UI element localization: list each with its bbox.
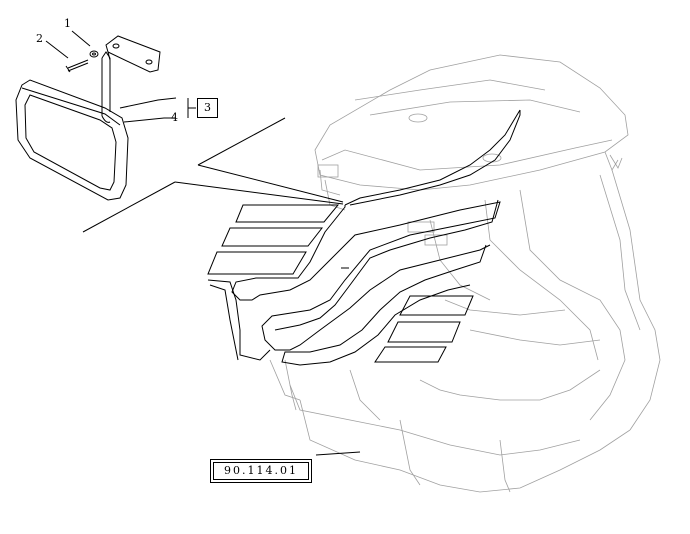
callout-2: 2 [36, 32, 43, 45]
drawing-reference-box[interactable]: 90.114.01 [210, 459, 312, 483]
leader-lines [82, 117, 361, 456]
callout-1: 1 [64, 17, 71, 30]
callout-4: 4 [171, 111, 178, 124]
cab-body-ghost [269, 54, 661, 493]
side-panel-stripes [207, 109, 521, 366]
mirror-assembly [15, 30, 196, 201]
reference-box-label: 3 [204, 101, 211, 114]
reference-box-3: 3 [197, 98, 218, 118]
drawing-reference-label: 90.114.01 [213, 462, 309, 480]
